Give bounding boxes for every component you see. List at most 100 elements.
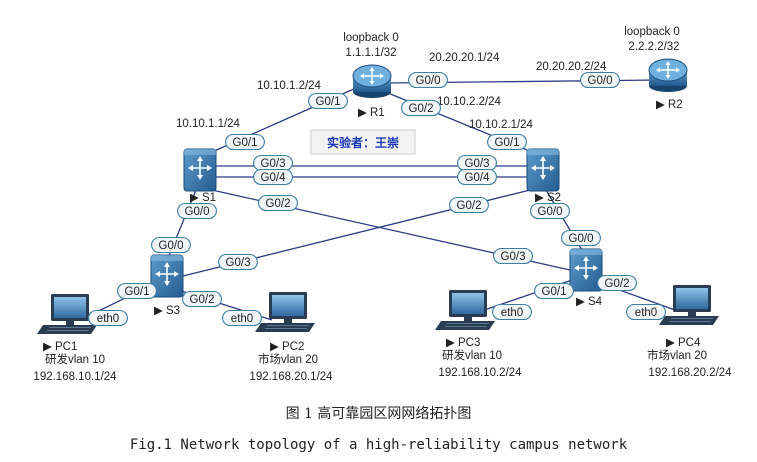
pc4-label: PC4 (678, 337, 701, 349)
port-label-s2-g01: G0/1 (487, 133, 527, 151)
port-label-s1-g04: G0/4 (253, 168, 293, 186)
pc2-marker: ▶ (270, 341, 280, 353)
pc4-marker: ▶ (666, 337, 676, 349)
port-label-text: G0/4 (261, 172, 287, 184)
port-label-pc2-eth: eth0 (222, 309, 262, 327)
experimenter-callout: 实验者：王崇 (310, 129, 416, 155)
switch-s2-marker: ▶ (535, 192, 545, 204)
port-label-s3-g02: G0/2 (182, 290, 222, 308)
pc3-label: PC3 (458, 337, 480, 349)
port-label-text: eth0 (97, 313, 119, 325)
ip-r1-r2-r2side: 20.20.20.2/24 (536, 61, 607, 73)
port-label-text: G0/3 (226, 257, 251, 269)
switch-s4-label: S4 (588, 296, 603, 308)
router-r1-marker: ▶ (358, 107, 368, 119)
port-label-text: G0/3 (501, 251, 526, 263)
pc2-ip: 192.168.20.1/24 (249, 371, 333, 383)
switch-s2-label: S2 (547, 192, 561, 204)
port-label-text: G0/2 (409, 103, 434, 115)
port-label-s2-g03: G0/3 (457, 154, 497, 172)
ip-r1-r2-r1side: 20.20.20.1/24 (429, 52, 500, 64)
pc-pc3[interactable]: ▶ PC3 研发vlan 10 192.168.10.2/24 (434, 289, 522, 379)
port-label-text: G0/2 (457, 200, 482, 212)
pc2-vlan: 市场vlan 20 (258, 352, 318, 366)
port-label-text: G0/2 (266, 198, 291, 210)
pc3-marker: ▶ (446, 337, 456, 349)
port-label-text: G0/1 (125, 286, 150, 298)
port-label-text: eth0 (501, 307, 523, 319)
switch-s1-marker: ▶ (190, 192, 200, 204)
port-label-r2-g00: G0/0 (580, 71, 620, 89)
port-label-s4-g00: G0/0 (561, 229, 601, 247)
pc1-label: PC1 (55, 341, 77, 353)
port-label-r1-g02: G0/2 (401, 99, 441, 117)
port-label-text: G0/1 (542, 286, 567, 298)
port-label-s1-g00: G0/0 (177, 202, 217, 220)
ip-labels: 20.20.20.1/24 20.20.20.2/24 10.10.1.2/24… (176, 52, 607, 131)
port-label-s4-g03: G0/3 (493, 247, 533, 265)
port-label-pc4-eth: eth0 (626, 303, 666, 321)
port-label-text: G0/1 (316, 96, 341, 108)
port-label-text: G0/1 (495, 137, 520, 149)
port-label-text: G0/0 (588, 75, 613, 87)
router-r2-label: R2 (668, 99, 683, 111)
pc-pc1[interactable]: ▶ PC1 研发vlan 10 192.168.10.1/24 (33, 293, 117, 383)
port-label-text: eth0 (635, 307, 657, 319)
pc1-marker: ▶ (43, 341, 53, 353)
switch-s2[interactable]: ▶ S2 (526, 148, 561, 204)
ip-r1-s1-r1side: 10.10.1.2/24 (257, 80, 322, 92)
switch-s1[interactable]: ▶ S1 (183, 148, 217, 204)
ip-r1-s2-r1side: 10.10.2.2/24 (437, 96, 502, 108)
pc-pc4[interactable]: ▶ PC4 市场vlan 20 192.168.20.2/24 (647, 284, 732, 379)
pc-pc2[interactable]: ▶ PC2 市场vlan 20 192.168.20.1/24 (249, 291, 333, 383)
port-label-text: G0/0 (416, 75, 441, 87)
pc3-vlan: 研发vlan 10 (442, 348, 502, 362)
port-label-text: G0/0 (538, 206, 563, 218)
port-label-r1-g00: G0/0 (408, 71, 448, 89)
ip-r1-s1-s1side: 10.10.1.1/24 (176, 118, 241, 130)
router-r1-loopback-ip: 1.1.1.1/32 (345, 47, 396, 59)
port-label-text: G0/4 (465, 172, 491, 184)
switch-s3-label: S3 (166, 305, 180, 317)
router-r1-label: R1 (370, 107, 385, 119)
pc1-ip: 192.168.10.1/24 (33, 371, 117, 383)
pc2-label: PC2 (282, 341, 304, 353)
router-r2-loopback-name: loopback 0 (624, 26, 680, 38)
pc3-ip: 192.168.10.2/24 (438, 367, 522, 379)
port-label-s3-g03: G0/3 (218, 253, 258, 271)
pc1-vlan: 研发vlan 10 (45, 352, 105, 366)
port-label-s2-g04: G0/4 (457, 168, 497, 186)
caption-chinese: 图 1 高可靠园区网网络拓扑图 (285, 406, 472, 422)
port-label-s4-g01: G0/1 (534, 282, 574, 300)
port-label-text: G0/0 (159, 240, 184, 252)
port-label-r1-g01: G0/1 (308, 92, 348, 110)
caption-english: Fig.1 Network topology of a high-reliabi… (129, 437, 628, 453)
switch-s3-marker: ▶ (154, 305, 164, 317)
router-r1[interactable]: loopback 0 1.1.1.1/32 ▶ R1 (343, 32, 399, 119)
port-label-s2-g02: G0/2 (449, 196, 489, 214)
port-label-text: G0/3 (261, 158, 286, 170)
port-label-s1-g02: G0/2 (258, 194, 298, 212)
pc4-ip: 192.168.20.2/24 (648, 367, 732, 379)
switch-s1-label: S1 (202, 192, 216, 204)
router-r2-loopback-ip: 2.2.2.2/32 (628, 41, 679, 53)
switch-s4-marker: ▶ (576, 296, 586, 308)
port-label-s2-g00: G0/0 (530, 202, 570, 220)
port-label-text: G0/0 (569, 233, 594, 245)
switch-s3[interactable]: ▶ S3 (150, 254, 184, 317)
port-label-text: G0/1 (233, 137, 258, 149)
port-label-s1-g01: G0/1 (225, 133, 265, 151)
ip-r1-s2-s2side: 10.10.2.1/24 (469, 119, 534, 131)
port-label-s1-g03: G0/3 (253, 154, 293, 172)
port-label-text: G0/3 (465, 158, 490, 170)
switch-s4[interactable]: ▶ S4 (569, 248, 603, 308)
port-label-text: G0/2 (190, 294, 215, 306)
router-r2[interactable]: loopback 0 2.2.2.2/32 ▶ R2 (624, 26, 688, 111)
network-topology-diagram: loopback 0 1.1.1.1/32 ▶ R1 loopback 0 2.… (33, 26, 732, 383)
port-label-s3-g01: G0/1 (117, 282, 157, 300)
port-label-text: eth0 (231, 313, 253, 325)
port-label-pc3-eth: eth0 (492, 303, 532, 321)
experimenter-text: 实验者：王崇 (327, 135, 399, 150)
